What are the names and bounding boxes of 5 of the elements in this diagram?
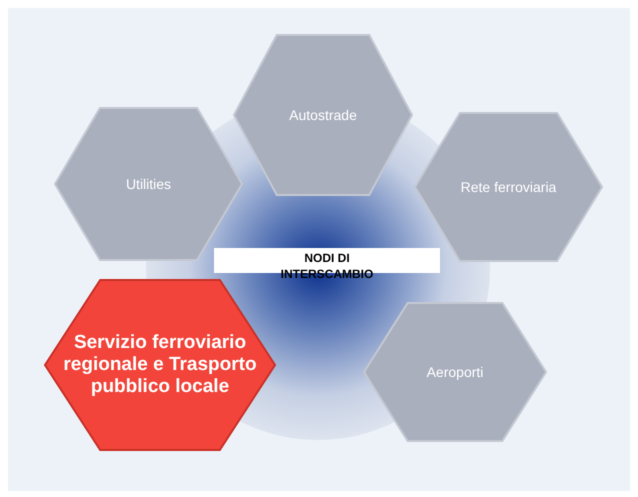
node-label: Aeroporti [426, 364, 484, 380]
node-label: Rete ferroviaria [460, 178, 556, 196]
node-label: Utilities [126, 176, 172, 192]
node-label: Autostrade [289, 106, 357, 124]
node-label: Servizio ferroviario regionale e Trasporto pubblico locale [62, 332, 258, 398]
